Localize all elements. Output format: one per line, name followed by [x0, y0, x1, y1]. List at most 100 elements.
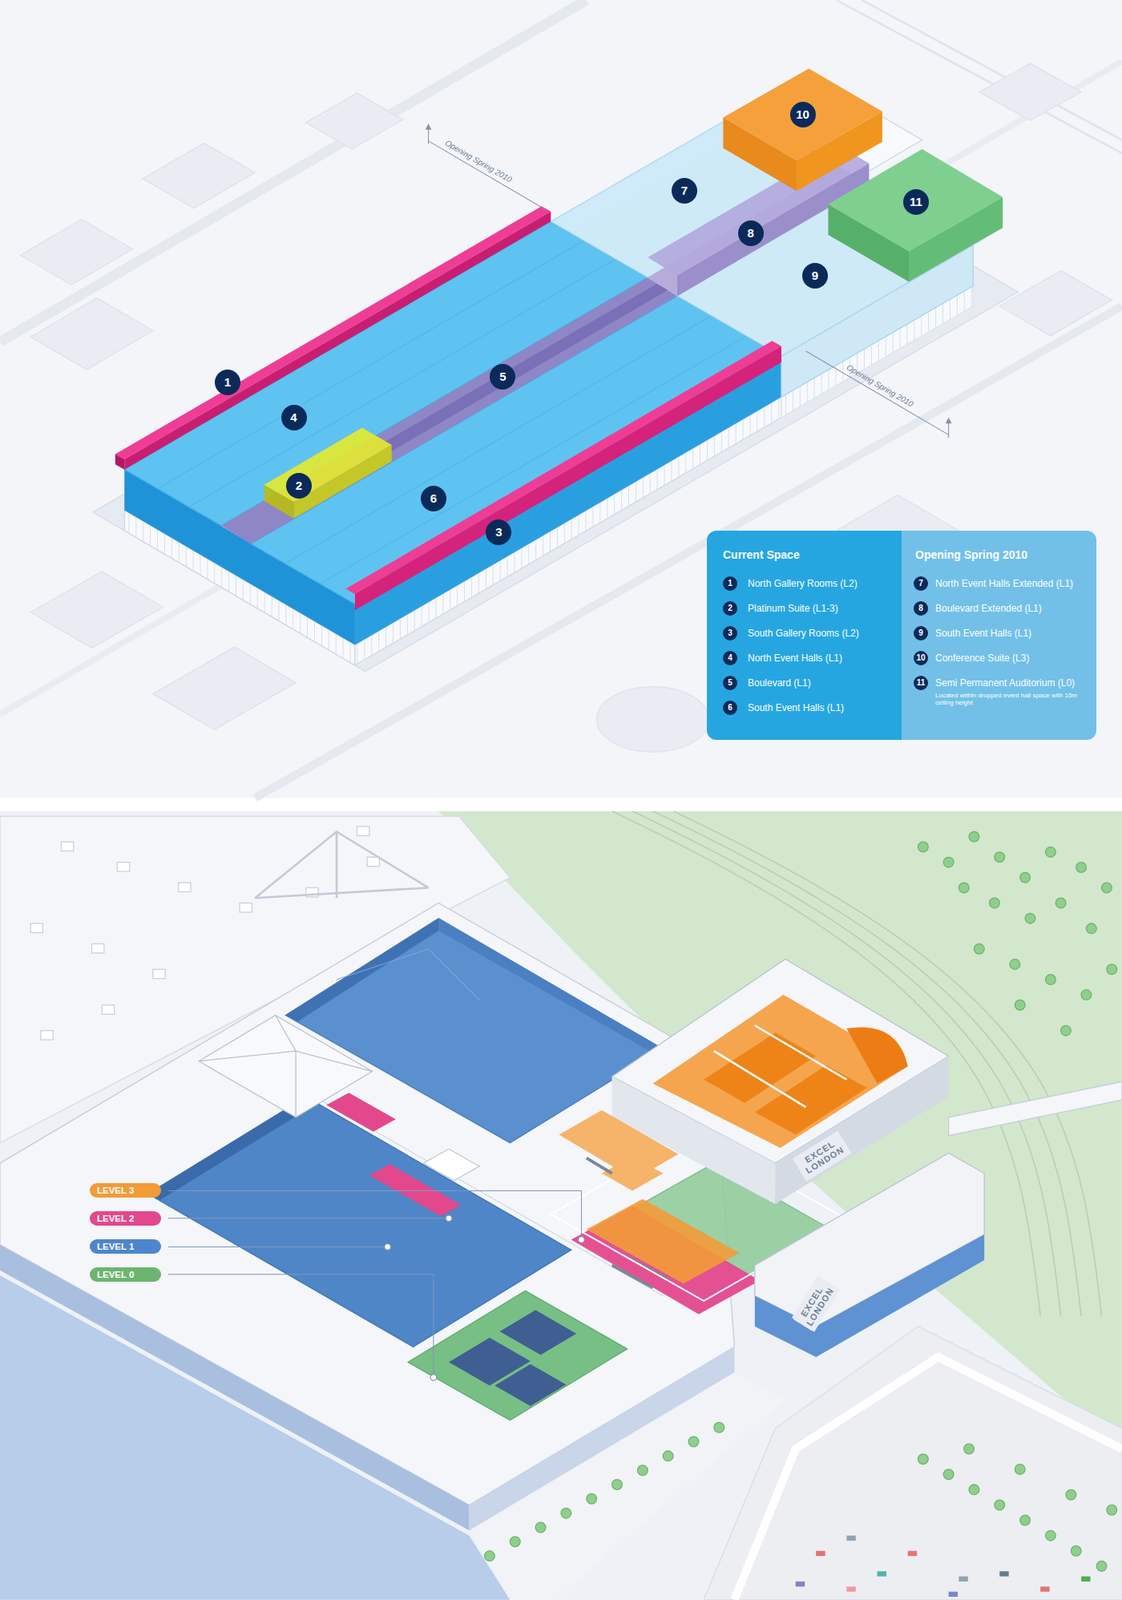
badge-number: 6	[722, 700, 738, 715]
level-label: LEVEL 0	[89, 1267, 162, 1282]
space-name: North Event Halls (L1)	[747, 652, 843, 664]
car	[948, 1591, 958, 1597]
space-name: Semi Permanent Auditorium (L0)	[935, 677, 1075, 689]
car	[908, 1550, 917, 1556]
level-0-arena	[407, 1290, 628, 1421]
space-name: South Event Halls (L1)	[747, 702, 844, 714]
panel-heading: Opening Spring 2010	[915, 548, 1028, 561]
conference-block	[722, 68, 883, 191]
conference-building	[586, 1158, 613, 1174]
level-legend-item: LEVEL 2	[89, 1210, 162, 1226]
context-block	[597, 686, 710, 752]
level-2-room	[326, 1092, 396, 1131]
legend-panel: Opening Spring 2010 7North Event Halls Ex…	[901, 530, 1097, 740]
car	[999, 1570, 1009, 1576]
footbridge	[948, 1081, 1122, 1135]
car	[795, 1535, 1091, 1597]
tree	[1065, 1489, 1077, 1500]
car-park	[703, 1326, 1122, 1600]
tree	[1020, 871, 1031, 883]
tree	[688, 1436, 699, 1447]
number-badge: 5Boulevard (L1)	[722, 675, 738, 691]
leader-dot	[578, 1236, 586, 1244]
car	[877, 1570, 887, 1576]
tree	[662, 1450, 674, 1462]
level-0-arena	[494, 1364, 566, 1406]
level-legend-item: LEVEL 3	[89, 1182, 162, 1198]
auditorium-block	[827, 149, 1003, 251]
tree	[714, 1421, 725, 1433]
context-block	[142, 142, 255, 208]
roof-plant	[40, 1030, 53, 1040]
tree	[1076, 862, 1087, 873]
gallery-strip	[115, 205, 782, 610]
space-name: South Gallery Rooms (L2)	[747, 627, 860, 639]
number-badge: 11Semi Permanent Auditorium (L0)Located …	[913, 675, 929, 691]
conference-building	[792, 1130, 852, 1182]
gallery-strip	[124, 211, 551, 470]
tree	[943, 856, 954, 868]
gallery-strip	[115, 205, 551, 460]
space-name: North Event Halls Extended (L1)	[935, 577, 1074, 590]
callout-number: 9	[802, 262, 828, 289]
dimension-line	[425, 123, 432, 130]
tree	[586, 1493, 598, 1504]
roof-plant	[117, 862, 130, 872]
callout-number: 8	[738, 220, 764, 247]
tree	[1096, 1560, 1107, 1571]
platinum-suite-block	[264, 427, 392, 502]
tree	[1014, 999, 1026, 1010]
roof-truss	[254, 831, 428, 898]
conference-building	[714, 1025, 847, 1107]
space-name: Conference Suite (L3)	[935, 652, 1030, 664]
level-legend-item: LEVEL 1	[89, 1239, 162, 1254]
leader-dot	[384, 1243, 392, 1251]
level-1-hall	[336, 948, 480, 1001]
space-name: Boulevard (L1)	[747, 677, 812, 689]
tree	[968, 1484, 980, 1495]
tree	[1045, 847, 1057, 858]
dimension-line	[425, 123, 953, 438]
boulevard-roof	[221, 277, 678, 544]
conference-block	[722, 68, 883, 161]
tree	[1081, 989, 1092, 1001]
tree	[612, 1479, 623, 1490]
east-building	[791, 1275, 840, 1332]
roof-plant	[239, 903, 252, 913]
number-badge: 7North Event Halls Extended (L1)	[913, 576, 929, 591]
tree	[1106, 964, 1118, 975]
conference-building	[754, 1065, 868, 1135]
tree	[958, 882, 969, 893]
number-badge: 8Boulevard Extended (L1)	[913, 601, 929, 616]
callout-number: 3	[485, 519, 512, 545]
leader-dot	[445, 1214, 453, 1222]
conference-building	[558, 959, 949, 1204]
level-label: LEVEL 2	[89, 1210, 162, 1226]
car	[815, 1550, 825, 1556]
leader-line	[168, 1190, 582, 1374]
tree	[1061, 1025, 1072, 1036]
tree	[1045, 1529, 1057, 1541]
tree	[1020, 1514, 1031, 1526]
number-badge: 9South Event Halls (L1)	[913, 625, 929, 641]
tree	[943, 1469, 954, 1480]
level-1-hall	[438, 918, 663, 1054]
tree	[1070, 1545, 1082, 1556]
number-badge: 10Conference Suite (L3)	[913, 650, 929, 666]
tree	[484, 1550, 496, 1562]
tree	[1085, 923, 1097, 934]
leader-line	[168, 1246, 385, 1248]
dimension-line	[805, 351, 949, 438]
leader-line	[168, 1190, 582, 1236]
roof-plant	[153, 968, 166, 978]
space-note: Located within dropped event hall space …	[935, 691, 1090, 707]
tree	[973, 943, 985, 954]
leader-line	[168, 1274, 434, 1375]
callout-number: 11	[903, 189, 929, 215]
east-building	[754, 1152, 985, 1357]
platinum-suite-block	[264, 427, 392, 518]
level-0-arena	[407, 1290, 628, 1421]
tree	[535, 1521, 546, 1533]
